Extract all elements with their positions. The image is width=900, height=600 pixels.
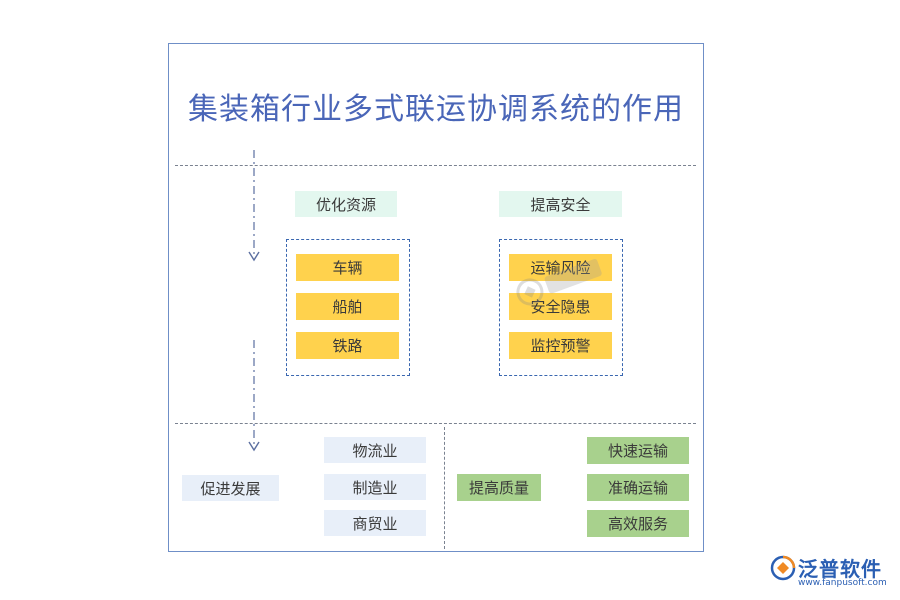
safety-item-transport-risk: 运输风险 — [509, 254, 612, 281]
top-separator — [175, 165, 696, 166]
improve-quality-label: 提高质量 — [457, 474, 541, 501]
optimize-resources-label: 优化资源 — [295, 191, 397, 217]
improve-safety-group — [499, 239, 623, 376]
brand-logo: 泛普软件 www.fanpusoft.com — [770, 553, 894, 593]
safety-item-hazard: 安全隐患 — [509, 293, 612, 320]
develop-item-trade: 商贸业 — [324, 510, 426, 536]
bottom-separator — [175, 423, 696, 424]
improve-safety-label: 提高安全 — [499, 191, 622, 217]
flow-arrow-top — [248, 150, 260, 262]
quality-item-efficient-service: 高效服务 — [587, 510, 689, 537]
diagram-title: 集装箱行业多式联运协调系统的作用 — [188, 92, 684, 127]
optimize-resources-group — [286, 239, 410, 376]
brand-logo-name: 泛普软件 — [798, 557, 882, 581]
optimize-item-ship: 船舶 — [296, 293, 399, 320]
develop-item-manufacturing: 制造业 — [324, 474, 426, 500]
brand-logo-url: www.fanpusoft.com — [798, 578, 887, 588]
brand-logo-icon — [770, 555, 796, 581]
optimize-item-railway: 铁路 — [296, 332, 399, 359]
bottom-divider — [444, 427, 445, 549]
develop-item-logistics: 物流业 — [324, 437, 426, 463]
diagram-frame — [168, 43, 704, 552]
safety-item-monitor-alert: 监控预警 — [509, 332, 612, 359]
promote-development-label: 促进发展 — [182, 475, 279, 501]
flow-arrow-bottom — [248, 340, 260, 452]
optimize-item-vehicle: 车辆 — [296, 254, 399, 281]
quality-item-fast-transport: 快速运输 — [587, 437, 689, 464]
quality-item-accurate-transport: 准确运输 — [587, 474, 689, 501]
